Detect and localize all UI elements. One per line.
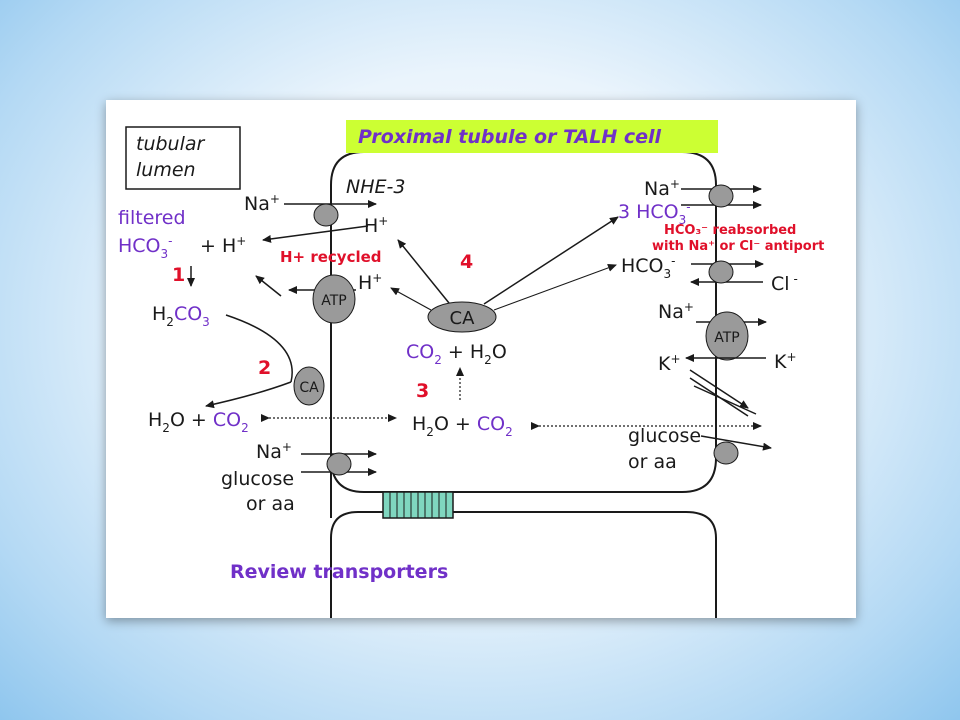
reabsorbed-line2: with Na⁺ or Cl⁻ antiport [652, 239, 824, 254]
ca-membrane-label: CA [299, 380, 319, 396]
na-label-bottom-left: Na+ [256, 440, 292, 463]
k-label-right: K+ [774, 350, 797, 373]
na-k-atpase [705, 311, 749, 361]
step-3: 3 [416, 380, 429, 402]
carbonic-anhydrase-membrane [293, 366, 325, 406]
hco3-label-right: HCO3- [621, 254, 676, 281]
h-nhe-label: H+ [364, 214, 388, 237]
h2co3-to-ca-curve [225, 314, 293, 383]
or-aa-label-left: or aa [246, 493, 295, 515]
glut-transporter [713, 441, 739, 465]
tubule-diagram: tubular lumen Proximal tubule or TALH ce… [118, 120, 824, 618]
na-label-top-left: Na+ [244, 192, 280, 215]
nbc-transporter [708, 184, 734, 208]
ca-to-hco3-arrow [493, 264, 617, 311]
k-channel-arrow-1 [689, 369, 749, 409]
cell-title-highlight [346, 120, 718, 153]
lumen-label-line2: lumen [136, 159, 196, 181]
cl-label: Cl- [771, 272, 798, 295]
filtered-label: filtered [118, 207, 186, 229]
three-hco3-label: 3 HCO3- [618, 200, 691, 227]
anion-exchanger [708, 260, 734, 284]
h2co3-label: H2CO3 [152, 303, 210, 329]
na-k-atpase-label: ATP [714, 330, 739, 346]
review-transporters-label: Review transporters [230, 561, 448, 583]
ca-to-h2o-arrow [205, 381, 292, 409]
glucose-efflux-arrow [700, 435, 772, 451]
h2o-co2-cell: H2O + CO2 [412, 413, 513, 439]
glucose-label-left: glucose [221, 468, 294, 490]
h-recycled-label: H+ recycled [280, 248, 382, 266]
ca-to-h-atp-arrow [390, 287, 432, 311]
h2o-co2-lumen: H2O + CO2 [148, 409, 249, 435]
slide: tubular lumen Proximal tubule or TALH ce… [106, 100, 856, 618]
h-atpase-label: ATP [321, 293, 346, 309]
ca-to-h-nhe-arrow [397, 239, 450, 304]
tight-junction-stripes [389, 492, 447, 518]
co2-h2o-label: CO2 + H2O [406, 341, 507, 367]
step-1: 1 [172, 264, 185, 286]
nhe3-transporter [313, 203, 339, 227]
step-2: 2 [258, 357, 271, 379]
k-channel-line-3 [693, 385, 757, 415]
ca-to-3hco3-arrow [483, 216, 619, 305]
or-aa-label-right: or aa [628, 451, 677, 473]
reabsorbed-line1: HCO₃⁻ reabsorbed [664, 223, 796, 238]
lumen-label-box [125, 126, 241, 190]
glucose-label-right: glucose [628, 425, 701, 447]
filtered-hco3: HCO3- [118, 234, 173, 261]
cell-membrane-lower [330, 511, 717, 618]
na-label-top-right: Na+ [644, 177, 680, 200]
k-label-left: K+ [658, 352, 681, 375]
cell-title: Proximal tubule or TALH cell [358, 126, 662, 148]
carbonic-anhydrase-cytosol [427, 301, 497, 333]
ca-cytosol-label: CA [450, 308, 476, 329]
lumen-label-line1: tubular [136, 133, 206, 155]
cell-membrane-bottom [330, 450, 717, 493]
na-label-mid-right: Na+ [658, 300, 694, 323]
atp-h-to-lumen-arrow [255, 275, 282, 297]
plus-h-label: + H+ [200, 234, 246, 257]
h-efflux-arrow [262, 225, 369, 243]
h-atp-label: H+ [358, 271, 382, 294]
nhe3-label: NHE-3 [346, 176, 405, 198]
h-atpase-pump [312, 274, 356, 324]
sglt-transporter [326, 452, 352, 476]
step-4: 4 [460, 251, 473, 273]
